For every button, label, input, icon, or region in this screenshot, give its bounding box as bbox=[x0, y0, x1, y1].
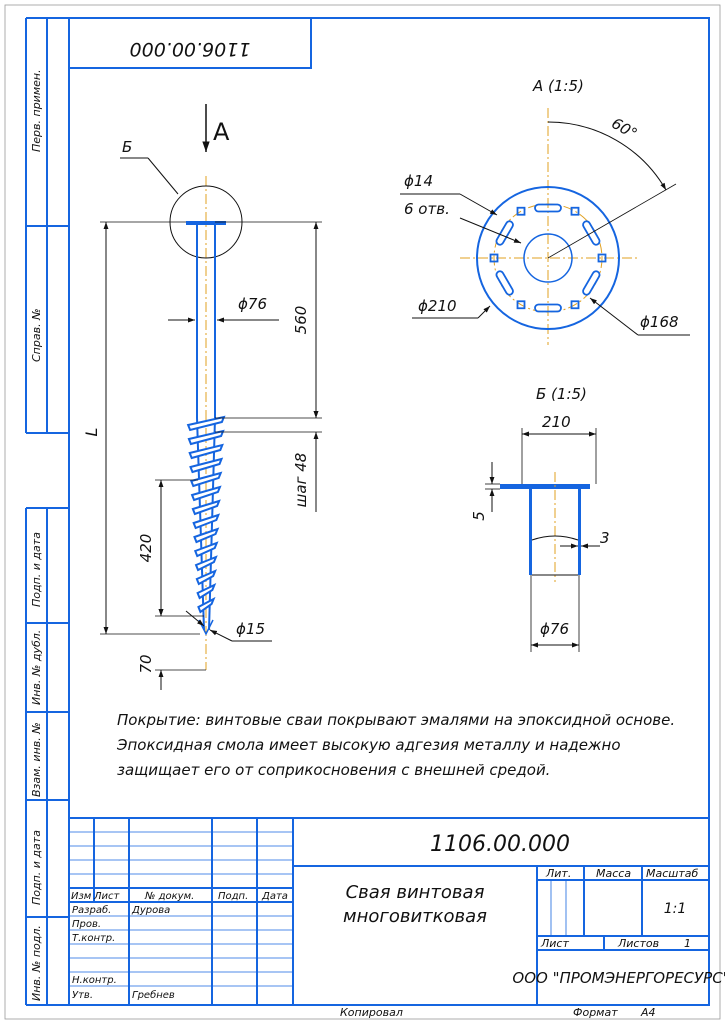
hdr-date: Дата bbox=[261, 891, 288, 902]
stamp-podp-data-2: Подп. и дата bbox=[30, 830, 43, 905]
view-b-section bbox=[500, 472, 590, 582]
flange-slot bbox=[534, 303, 562, 313]
stamp-vzam-inv: Взам. инв. № bbox=[30, 722, 43, 797]
role-razrab: Разраб. bbox=[72, 904, 111, 916]
stamp-inv-podl: Инв. № подл. bbox=[30, 925, 43, 1001]
role-tkontr: Т.контр. bbox=[72, 933, 115, 944]
company-name: ООО "ПРОМЭНЕРГОРЕСУРС" bbox=[512, 969, 725, 987]
view-b-title: Б (1:5) bbox=[536, 385, 587, 403]
footer-copied: Копировал bbox=[340, 1006, 403, 1019]
flange-slot bbox=[495, 220, 514, 246]
hdr-izm: Изм bbox=[71, 891, 92, 902]
inner-frame bbox=[68, 17, 710, 1006]
helix-turn bbox=[187, 429, 225, 446]
role-prov: Пров. bbox=[72, 919, 101, 930]
developer-name: Дурова bbox=[131, 905, 170, 916]
stamp-sprav-no: Справ. № bbox=[30, 308, 43, 362]
dim-560: 560 bbox=[292, 306, 310, 335]
flange-hole bbox=[489, 253, 499, 263]
helix-turn bbox=[195, 569, 218, 586]
dim-420: 420 bbox=[137, 534, 155, 563]
stamp-inv-dubl: Инв. № дубл. bbox=[30, 630, 43, 705]
note-line-2: Эпоксидная смола имеет высокую адгезия м… bbox=[116, 736, 621, 754]
hdr-sign: Подп. bbox=[218, 891, 248, 902]
flange-holes bbox=[489, 206, 607, 310]
dim-pitch-48: шаг 48 bbox=[292, 453, 310, 508]
sheets-label: Листов bbox=[617, 937, 659, 950]
role-nkontr: Н.контр. bbox=[72, 975, 117, 986]
stamp-podp-data-1: Подп. и дата bbox=[30, 532, 43, 607]
bolt-circle: ϕ168 bbox=[640, 313, 679, 331]
note-line-1: Покрытие: винтовые сваи покрывают эмалям… bbox=[117, 711, 675, 729]
product-name-line-2: многовитковая bbox=[343, 906, 487, 927]
dim-5: 5 bbox=[470, 511, 488, 521]
designation-box-top bbox=[68, 17, 312, 69]
helix-turn bbox=[190, 485, 222, 502]
designation-mirrored: 1106.00.000 bbox=[130, 38, 251, 60]
role-utv: Утв. bbox=[72, 990, 93, 1001]
helix-turn bbox=[189, 471, 223, 488]
helix-turn bbox=[196, 582, 217, 600]
helix-turn bbox=[189, 457, 224, 474]
scale-label: Масштаб bbox=[646, 867, 698, 880]
flange-hole bbox=[516, 300, 526, 310]
helix-turn bbox=[193, 527, 220, 544]
detail-b-callout: Б bbox=[122, 138, 132, 156]
dim-L: L bbox=[82, 428, 101, 437]
helix-turn bbox=[194, 555, 218, 572]
sheet-label: Лист bbox=[540, 937, 569, 950]
footer-format-value: А4 bbox=[640, 1006, 656, 1019]
product-name-line-1: Свая винтовая bbox=[346, 882, 485, 903]
pile-main-view: Б bbox=[120, 138, 243, 670]
dim-3: 3 bbox=[600, 529, 610, 547]
flange-slot bbox=[582, 270, 601, 296]
outer-dia: ϕ210 bbox=[418, 297, 457, 315]
approver-name: Гребнев bbox=[132, 989, 175, 1001]
helix-turn bbox=[197, 596, 216, 614]
mass-label: Масса bbox=[596, 867, 631, 880]
flange-hole bbox=[570, 300, 580, 310]
helix-turn bbox=[186, 415, 226, 432]
note-line-3: защищает его от соприкосновения с внешне… bbox=[117, 761, 550, 779]
footer-format-label: Формат bbox=[573, 1006, 618, 1019]
view-a-flange bbox=[460, 108, 677, 345]
designation-main: 1106.00.000 bbox=[430, 832, 570, 857]
flange-hole bbox=[516, 206, 526, 216]
dim-210: 210 bbox=[542, 413, 571, 431]
title-block-grid bbox=[69, 817, 709, 1005]
helix-turns bbox=[186, 415, 226, 614]
flange-hole bbox=[597, 253, 607, 263]
flange-slot bbox=[534, 203, 562, 213]
dim-d76-section: ϕ76 bbox=[540, 620, 569, 638]
helix-turn bbox=[191, 499, 221, 516]
flange-hole bbox=[570, 206, 580, 216]
dim-70: 70 bbox=[137, 654, 155, 673]
outer-frame bbox=[4, 4, 721, 1020]
scale-value: 1:1 bbox=[664, 901, 687, 917]
sheets-value: 1 bbox=[684, 937, 691, 950]
helix-turn bbox=[192, 513, 221, 530]
hole-dia: ϕ14 bbox=[404, 172, 433, 190]
hdr-doc-no: № докум. bbox=[144, 891, 194, 902]
lit-label: Лит. bbox=[545, 867, 571, 880]
hdr-list: Лист bbox=[93, 891, 121, 902]
stamp-perv-primen: Перв. примен. bbox=[30, 69, 43, 152]
hole-count: 6 отв. bbox=[404, 200, 450, 218]
flange-slot bbox=[495, 270, 514, 296]
view-a-arrow-label: А bbox=[213, 118, 230, 146]
dim-d76-main: ϕ76 bbox=[238, 295, 267, 313]
side-stamps bbox=[25, 17, 69, 1006]
helix-turn bbox=[188, 443, 224, 460]
helix-turn bbox=[193, 541, 219, 558]
dim-d15: ϕ15 bbox=[236, 620, 265, 638]
view-a-title: А (1:5) bbox=[532, 77, 584, 95]
